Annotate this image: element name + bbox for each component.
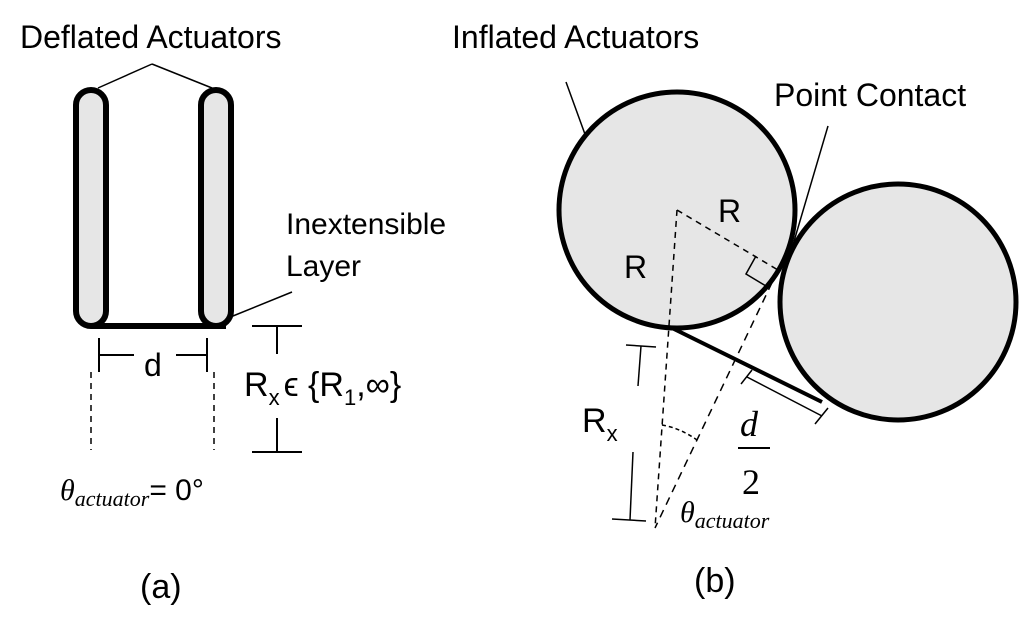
- point-contact-label: Point Contact: [774, 77, 966, 113]
- half-d-line: [746, 376, 823, 417]
- layer-leader-line: [227, 291, 293, 319]
- title-leader-right: [151, 63, 213, 89]
- theta-arc: [661, 424, 698, 441]
- panel-b: Inflated Actuators Point Contact Rx d 2 …: [452, 19, 1019, 600]
- half-d-denominator: 2: [742, 462, 760, 502]
- deflated-actuator-right: [198, 87, 234, 329]
- caption-a: (a): [140, 568, 182, 606]
- rx-b-line-top: [637, 345, 642, 387]
- deflated-actuators-title: Deflated Actuators: [20, 19, 281, 55]
- inextensible-layer-inflated: [671, 326, 823, 404]
- inextensible-label-line1: Inextensible: [286, 208, 446, 241]
- theta-actuator-label: θactuator: [680, 496, 770, 533]
- rx-b-label: Rx: [582, 402, 618, 446]
- panel-a: Deflated Actuators Inextensible Layer d …: [20, 19, 446, 606]
- half-d-numerator: d: [740, 404, 759, 444]
- inextensible-label-line2: Layer: [286, 250, 361, 283]
- radius-line-contact: [676, 209, 779, 271]
- half-d-cap-top: [740, 369, 753, 385]
- caption-b: (b): [694, 562, 736, 600]
- rx-b-line-bottom: [629, 451, 634, 521]
- rx-b-cap-bottom: [611, 518, 647, 522]
- right-angle-marker: [744, 255, 767, 287]
- title-leader-left: [97, 63, 153, 89]
- inflated-actuators-title: Inflated Actuators: [452, 19, 699, 55]
- inflated-actuator-right: [777, 181, 1019, 423]
- theta-zero-label: θactuator= 0°: [60, 474, 204, 511]
- half-d-cap-bottom: [814, 407, 829, 425]
- contact-to-center-line: [654, 269, 779, 529]
- d-label: d: [144, 347, 162, 383]
- radius-line-vertical: [654, 209, 678, 529]
- radius-label-vertical: R: [624, 249, 647, 285]
- radius-label-contact: R: [718, 193, 741, 229]
- deflated-actuator-left: [73, 87, 109, 329]
